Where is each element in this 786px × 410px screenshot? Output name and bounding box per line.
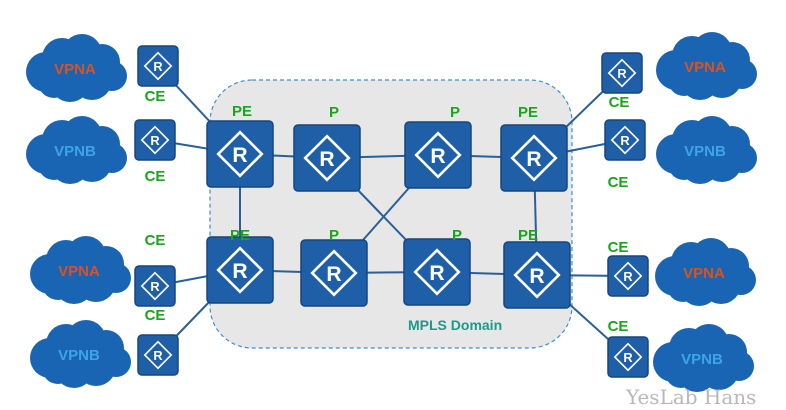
ce-role-label: CE — [609, 94, 630, 111]
svg-text:R: R — [623, 269, 632, 284]
core-router: R — [503, 241, 571, 309]
ce-role-label: CE — [145, 88, 166, 105]
router-icon: R — [610, 125, 640, 155]
ce-role-label: CE — [145, 307, 166, 324]
svg-text:R: R — [232, 144, 247, 167]
ce-router: R — [134, 119, 176, 161]
ce-router: R — [607, 336, 649, 378]
router-icon: R — [613, 342, 643, 372]
labels-layer: PE P P PE PE P P PE CE CE CE CE CE CE CE CE — [145, 88, 630, 335]
ce-router: R — [137, 45, 179, 87]
svg-text:R: R — [526, 148, 541, 171]
vpn-cloud: VPNB — [26, 116, 127, 184]
ce-role-label: CE — [608, 174, 629, 191]
core-router: R — [206, 120, 274, 188]
router-role-label: P — [329, 227, 339, 244]
vpn-cloud-label: VPNB — [684, 143, 726, 160]
vpn-cloud-label: VPNA — [684, 59, 726, 76]
vpn-cloud: VPNA — [30, 236, 131, 304]
ce-router: R — [601, 52, 643, 94]
routers-layer: R R R R R R R R R R R R R R R R — [134, 45, 649, 378]
svg-text:R: R — [153, 348, 162, 363]
router-role-label: PE — [230, 227, 250, 244]
router-icon: R — [613, 261, 643, 291]
svg-text:R: R — [430, 145, 445, 168]
router-icon: R — [510, 134, 558, 182]
core-router: R — [293, 124, 361, 192]
core-router: R — [500, 124, 568, 192]
svg-text:R: R — [623, 350, 632, 365]
vpn-cloud: VPNA — [656, 32, 757, 100]
svg-text:R: R — [529, 265, 544, 288]
router-icon: R — [143, 51, 173, 81]
svg-text:R: R — [326, 263, 341, 286]
core-router: R — [403, 238, 471, 306]
router-icon: R — [140, 271, 170, 301]
router-role-label: PE — [518, 104, 538, 121]
router-icon: R — [310, 249, 358, 297]
vpn-cloud: VPNB — [30, 320, 131, 388]
router-icon: R — [216, 130, 264, 178]
svg-text:R: R — [429, 262, 444, 285]
ce-router: R — [607, 255, 649, 297]
router-role-label: P — [450, 104, 460, 121]
router-role-label: PE — [518, 227, 538, 244]
router-icon: R — [414, 131, 462, 179]
svg-text:R: R — [153, 59, 162, 74]
ce-router: R — [134, 265, 176, 307]
vpn-cloud-label: VPNB — [58, 347, 100, 364]
vpn-cloud-label: VPNA — [683, 265, 725, 282]
router-icon: R — [216, 246, 264, 294]
core-router: R — [300, 239, 368, 307]
core-router: R — [404, 121, 472, 189]
vpn-cloud: VPNA — [26, 34, 127, 102]
ce-router: R — [137, 334, 179, 376]
svg-text:R: R — [319, 148, 334, 171]
router-role-label: PE — [232, 103, 252, 120]
svg-text:R: R — [617, 66, 626, 81]
ce-role-label: CE — [145, 168, 166, 185]
router-icon: R — [303, 134, 351, 182]
router-icon: R — [413, 248, 461, 296]
router-icon: R — [513, 251, 561, 299]
watermark-text: YesLab Hans — [625, 385, 756, 409]
core-router: R — [206, 236, 274, 304]
vpn-cloud: VPNB — [653, 324, 754, 392]
vpn-cloud-label: VPNB — [54, 143, 96, 160]
ce-role-label: CE — [145, 232, 166, 249]
router-role-label: P — [329, 104, 339, 121]
svg-text:R: R — [150, 279, 159, 294]
svg-text:R: R — [150, 133, 159, 148]
router-icon: R — [140, 125, 170, 155]
vpn-cloud-label: VPNB — [681, 351, 723, 368]
vpn-cloud: VPNB — [656, 116, 757, 184]
router-role-label: P — [452, 227, 462, 244]
svg-text:R: R — [232, 260, 247, 283]
router-icon: R — [143, 340, 173, 370]
svg-text:R: R — [620, 133, 629, 148]
vpn-cloud: VPNA — [655, 238, 756, 306]
vpn-cloud-label: VPNA — [58, 263, 100, 280]
router-icon: R — [607, 58, 637, 88]
ce-router: R — [604, 119, 646, 161]
vpn-cloud-label: VPNA — [54, 61, 96, 78]
mpls-domain-label: MPLS Domain — [408, 317, 502, 333]
ce-role-label: CE — [608, 318, 629, 335]
ce-role-label: CE — [608, 239, 629, 256]
clouds-layer: VPNA VPNB VPNA VPNB VPNA VPNB VPNA VPNB — [26, 32, 757, 392]
